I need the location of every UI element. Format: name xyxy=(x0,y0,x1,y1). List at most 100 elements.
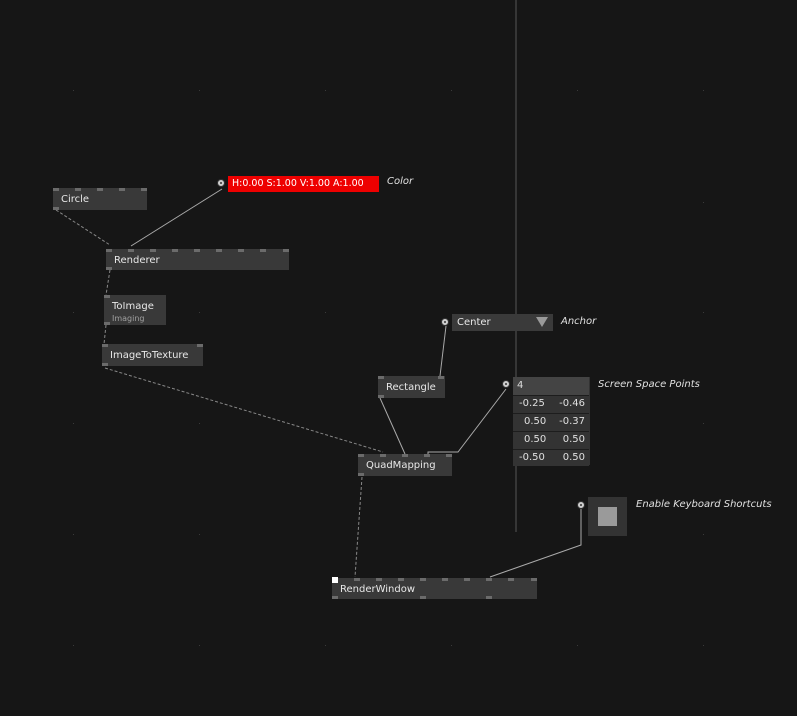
anchor-input-pin[interactable] xyxy=(441,318,449,326)
output-pin[interactable] xyxy=(332,596,338,599)
input-pin[interactable] xyxy=(97,188,103,191)
grid-dot xyxy=(703,312,704,313)
points-row[interactable]: -0.25 -0.46 xyxy=(513,395,589,412)
input-pin[interactable] xyxy=(197,344,203,347)
input-pin[interactable] xyxy=(150,249,156,252)
grid-dot xyxy=(73,645,74,646)
node-label: Renderer xyxy=(114,255,160,266)
grid-dot xyxy=(73,90,74,91)
grid-dot xyxy=(451,90,452,91)
keyboard-toggle[interactable] xyxy=(588,497,627,536)
output-pin[interactable] xyxy=(102,363,108,366)
input-pin[interactable] xyxy=(238,249,244,252)
input-pin[interactable] xyxy=(438,376,444,379)
output-pin[interactable] xyxy=(106,267,112,270)
input-pin[interactable] xyxy=(420,578,426,581)
color-value: H:0.00 S:1.00 V:1.00 A:1.00 xyxy=(232,178,364,189)
points-row[interactable]: 0.50 0.50 xyxy=(513,431,589,448)
input-pin[interactable] xyxy=(53,188,59,191)
grid-dot xyxy=(703,423,704,424)
node-label: Rectangle xyxy=(386,382,436,393)
keyboard-input-pin[interactable] xyxy=(577,501,585,509)
input-pin[interactable] xyxy=(283,249,289,252)
link-circle-renderer xyxy=(55,209,111,246)
grid-dot xyxy=(703,645,704,646)
point-y: 0.50 xyxy=(562,434,585,445)
anchor-dropdown[interactable]: Center xyxy=(452,314,553,331)
link-renderer-toimage xyxy=(105,269,111,296)
points-count: 4 xyxy=(517,380,524,391)
node-label: QuadMapping xyxy=(366,460,436,471)
input-pin[interactable] xyxy=(376,578,382,581)
input-pin[interactable] xyxy=(508,578,514,581)
output-pin[interactable] xyxy=(378,395,384,398)
grid-dot xyxy=(325,312,326,313)
node-toimage[interactable]: ToImage Imaging xyxy=(104,295,166,325)
input-pin[interactable] xyxy=(216,249,222,252)
node-label: RenderWindow xyxy=(340,584,416,595)
input-pin[interactable] xyxy=(402,454,408,457)
node-label: ToImage xyxy=(112,301,154,312)
output-pin[interactable] xyxy=(104,322,110,325)
node-label: Circle xyxy=(61,194,90,205)
input-pin[interactable] xyxy=(398,578,404,581)
input-pin[interactable] xyxy=(378,376,384,379)
grid-dot xyxy=(325,645,326,646)
point-y: -0.37 xyxy=(559,416,585,427)
input-pin[interactable] xyxy=(104,295,110,298)
point-x: 0.50 xyxy=(524,416,547,427)
grid-dot xyxy=(577,645,578,646)
points-caption: Screen Space Points xyxy=(598,379,700,390)
input-pin[interactable] xyxy=(358,454,364,457)
node-circle[interactable]: Circle xyxy=(53,188,147,210)
input-pin[interactable] xyxy=(172,249,178,252)
point-x: 0.50 xyxy=(524,434,547,445)
input-pin[interactable] xyxy=(380,454,386,457)
color-iobox[interactable]: H:0.00 S:1.00 V:1.00 A:1.00 xyxy=(228,176,379,192)
node-quadmapping[interactable]: QuadMapping xyxy=(358,454,452,476)
node-renderer[interactable]: Renderer xyxy=(106,249,289,270)
link-quadmapping-renderwindow xyxy=(354,476,363,578)
color-input-pin[interactable] xyxy=(217,179,225,187)
output-pin[interactable] xyxy=(358,473,364,476)
node-renderwindow[interactable]: RenderWindow xyxy=(332,577,537,599)
triangle-down-icon[interactable] xyxy=(536,317,548,328)
input-pin[interactable] xyxy=(354,578,360,581)
input-pin[interactable] xyxy=(102,344,108,347)
keyboard-caption: Enable Keyboard Shortcuts xyxy=(636,499,772,510)
input-pin[interactable] xyxy=(424,454,430,457)
points-iobox[interactable]: 4 -0.25 -0.46 0.50 -0.37 0.50 0.50 -0.50… xyxy=(513,377,590,466)
input-pin[interactable] xyxy=(464,578,470,581)
node-imagetotexture[interactable]: ImageToTexture xyxy=(102,344,203,366)
output-pin[interactable] xyxy=(53,207,59,210)
input-pin[interactable] xyxy=(531,578,537,581)
link-points-quadmapping xyxy=(427,388,507,455)
input-pin[interactable] xyxy=(194,249,200,252)
points-input-pin[interactable] xyxy=(502,380,510,388)
input-pin[interactable] xyxy=(128,249,134,252)
output-pin[interactable] xyxy=(420,596,426,599)
input-pin[interactable] xyxy=(106,249,112,252)
link-keyboard-renderwindow xyxy=(489,509,582,578)
points-count-field[interactable]: 4 xyxy=(513,377,589,395)
input-pin[interactable] xyxy=(446,454,452,457)
node-rectangle[interactable]: Rectangle xyxy=(378,376,445,398)
input-pin[interactable] xyxy=(260,249,266,252)
link-anchor-rectangle xyxy=(439,325,447,377)
point-y: 0.50 xyxy=(562,452,585,463)
points-row[interactable]: 0.50 -0.37 xyxy=(513,413,589,430)
points-row[interactable]: -0.50 0.50 xyxy=(513,449,589,466)
point-y: -0.46 xyxy=(559,398,585,409)
grid-dot xyxy=(703,534,704,535)
selected-input-pin[interactable] xyxy=(332,577,338,583)
input-pin[interactable] xyxy=(486,578,492,581)
grid-dot xyxy=(703,202,704,203)
input-pin[interactable] xyxy=(442,578,448,581)
input-pin[interactable] xyxy=(119,188,125,191)
grid-dot xyxy=(199,312,200,313)
output-pin[interactable] xyxy=(486,596,492,599)
point-x: -0.50 xyxy=(519,452,545,463)
input-pin[interactable] xyxy=(141,188,147,191)
anchor-caption: Anchor xyxy=(561,316,597,327)
input-pin[interactable] xyxy=(75,188,81,191)
